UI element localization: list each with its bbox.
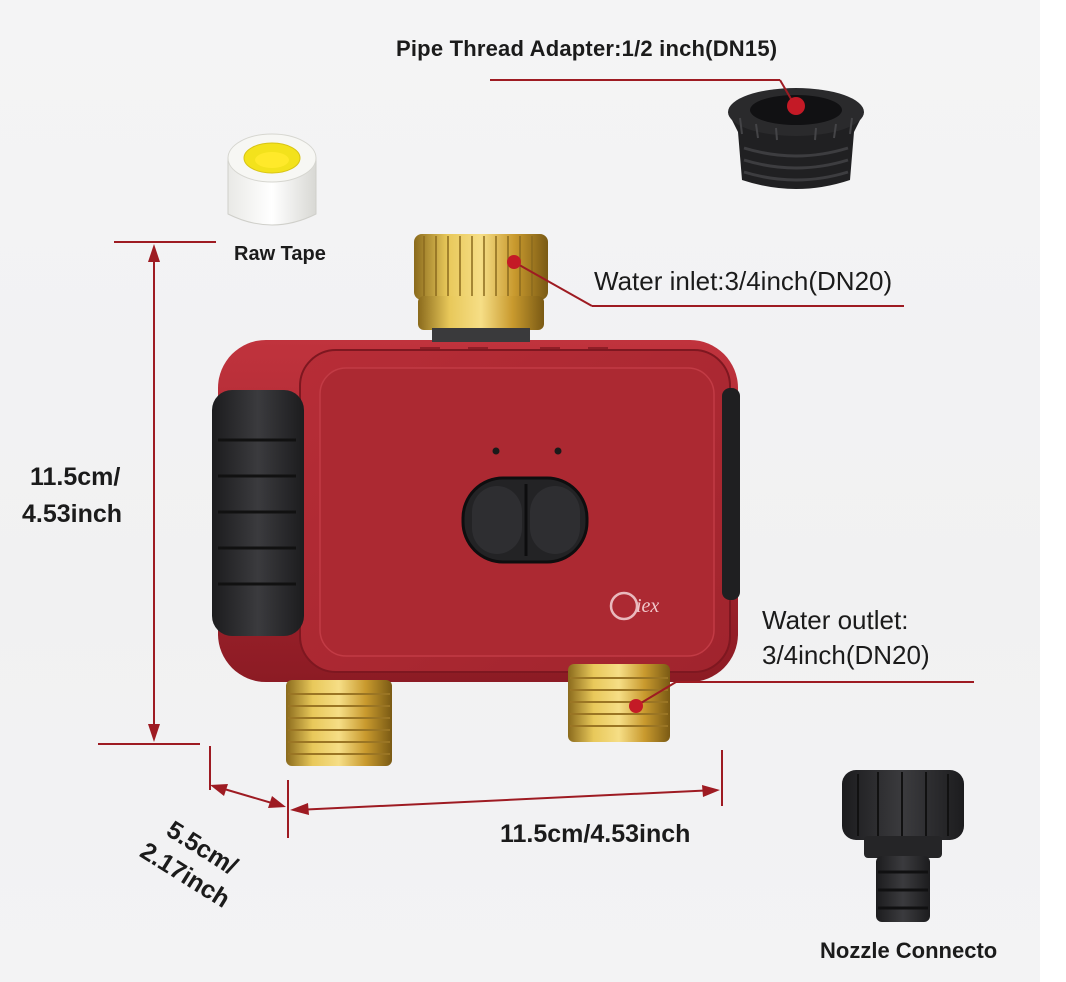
raw-tape-roll	[227, 133, 317, 226]
water-outlet-label-line1: Water outlet:	[762, 605, 909, 635]
pipe-thread-adapter	[728, 88, 864, 189]
water-outlet-left	[286, 680, 392, 766]
height-label-line1: 11.5cm/	[30, 463, 121, 491]
water-inlet-fitting	[414, 234, 548, 342]
water-outlet-label-line2: 3/4inch(DN20)	[762, 640, 930, 670]
width-label: 11.5cm/4.53inch	[500, 820, 691, 848]
brand-logo: iex	[609, 591, 659, 621]
nozzle-connector	[842, 770, 964, 922]
water-outlet-right	[568, 664, 670, 742]
timer-body	[212, 340, 740, 682]
height-label-line2: 4.53inch	[22, 500, 123, 528]
water-inlet-label: Water inlet:3/4inch(DN20)	[594, 266, 893, 296]
nozzle-connector-label: Nozzle Connecto	[820, 938, 998, 963]
pipe-adapter-label: Pipe Thread Adapter:1/2 inch(DN15)	[396, 36, 778, 61]
raw-tape-label: Raw Tape	[234, 243, 326, 265]
brand-logo-text: iex	[636, 595, 659, 617]
dimension-lines	[98, 79, 974, 838]
